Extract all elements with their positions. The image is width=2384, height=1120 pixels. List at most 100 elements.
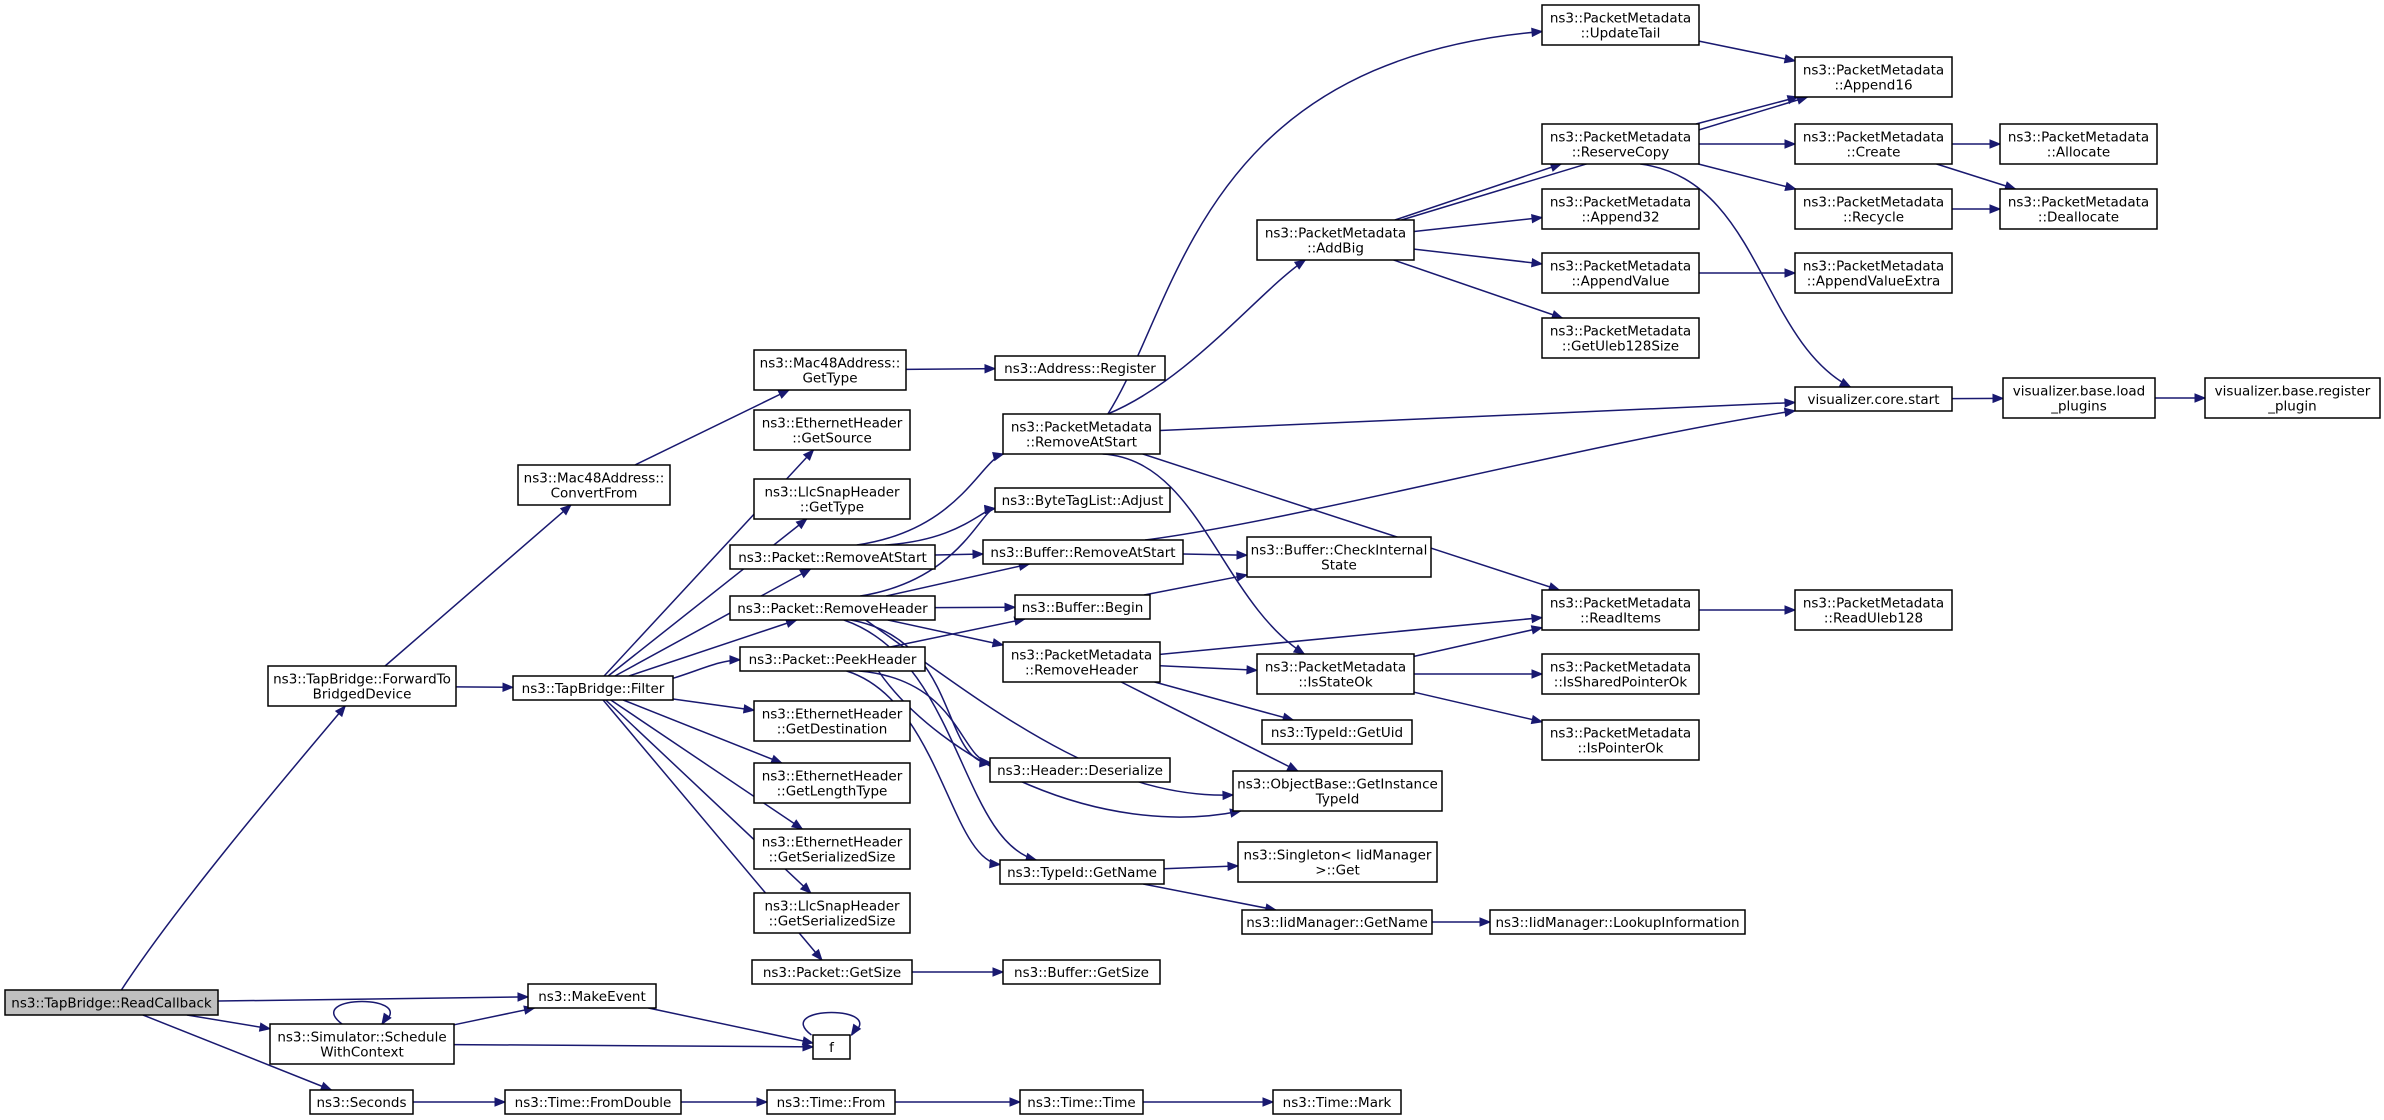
- edge-f-to-f: [802, 1011, 861, 1036]
- node-llcgetsersize[interactable]: ns3::LlcSnapHeader::GetSerializedSize: [753, 892, 911, 934]
- node-label: State: [1321, 558, 1357, 574]
- edge-pktpeekheader-to-typeidgetname: [846, 670, 1001, 866]
- node-pmappend16[interactable]: ns3::PacketMetadata::Append16: [1794, 56, 1953, 98]
- node-pmreservecopy[interactable]: ns3::PacketMetadata::ReserveCopy: [1541, 123, 1700, 165]
- node-pmaddbig[interactable]: ns3::PacketMetadata::AddBig: [1256, 219, 1415, 261]
- node-singletonget[interactable]: ns3::Singleton< IidManager>::Get: [1237, 841, 1438, 883]
- edge-readcallback-to-schedule: [186, 1014, 271, 1030]
- node-pmgetuleb[interactable]: ns3::PacketMetadata::GetUleb128Size: [1541, 317, 1700, 359]
- edge-pktremoveheader-to-bufbegin-arrowhead: [1004, 602, 1017, 613]
- node-box: [1272, 1089, 1402, 1115]
- node-pmappendvalueextra[interactable]: ns3::PacketMetadata::AppendValueExtra: [1794, 252, 1953, 294]
- node-pktgetsize[interactable]: ns3::Packet::GetSize: [751, 959, 913, 985]
- node-pmremoveheader[interactable]: ns3::PacketMetadata::RemoveHeader: [1002, 641, 1161, 683]
- node-pktremoveatstart[interactable]: ns3::Packet::RemoveAtStart: [729, 544, 936, 570]
- node-pmremoveatstart[interactable]: ns3::PacketMetadata::RemoveAtStart: [1002, 413, 1161, 455]
- node-iidgetname[interactable]: ns3::IidManager::GetName: [1241, 909, 1433, 935]
- node-pmissharedptr[interactable]: ns3::PacketMetadata::IsSharedPointerOk: [1541, 653, 1700, 695]
- node-timemark[interactable]: ns3::Time::Mark: [1272, 1089, 1402, 1115]
- edge-filter-to-ethgetdest: [672, 698, 755, 711]
- node-pmallocate[interactable]: ns3::PacketMetadata::Allocate: [1999, 123, 2158, 165]
- node-label: ::AppendValueExtra: [1807, 274, 1941, 290]
- node-label: ns3::Header::Deserialize: [997, 763, 1163, 779]
- node-pktpeekheader[interactable]: ns3::Packet::PeekHeader: [739, 646, 926, 672]
- node-box: [1541, 188, 1700, 230]
- edge-pktpeekheader-to-hdrdeserialize-arrowhead: [979, 756, 992, 767]
- edge-pmremoveheader-to-typeidgetuid: [1154, 681, 1294, 721]
- node-pmisstateok[interactable]: ns3::PacketMetadata::IsStateOk: [1256, 653, 1415, 695]
- node-label: visualizer.base.register: [2215, 384, 2371, 400]
- node-bufgetsize[interactable]: ns3::Buffer::GetSize: [1002, 959, 1161, 985]
- node-pktremoveheader[interactable]: ns3::Packet::RemoveHeader: [729, 595, 936, 621]
- node-box: [1541, 719, 1700, 761]
- node-label: ns3::Packet::RemoveAtStart: [738, 550, 927, 566]
- node-convertfrom[interactable]: ns3::Mac48Address::ConvertFrom: [517, 464, 671, 506]
- edge-filter-to-ethgetsersize: [610, 699, 803, 830]
- node-ethgetsource[interactable]: ns3::EthernetHeader::GetSource: [753, 409, 911, 451]
- node-f[interactable]: f: [812, 1034, 851, 1060]
- node-pmisptr[interactable]: ns3::PacketMetadata::IsPointerOk: [1541, 719, 1700, 761]
- edge-pmreservecopy-to-pmappend16: [1695, 96, 1799, 125]
- node-pmupdatetail[interactable]: ns3::PacketMetadata::UpdateTail: [1541, 4, 1700, 46]
- node-bufremoveatstart[interactable]: ns3::Buffer::RemoveAtStart: [982, 539, 1184, 565]
- node-iidlookup[interactable]: ns3::IidManager::LookupInformation: [1489, 909, 1746, 935]
- node-seconds[interactable]: ns3::Seconds: [309, 1089, 414, 1115]
- edge-pmisstateok-to-pmissharedptr-arrowhead: [1531, 669, 1544, 679]
- node-box: [1237, 841, 1438, 883]
- node-filter[interactable]: ns3::TapBridge::Filter: [512, 675, 674, 701]
- edge-pmremoveheader-to-pmisstateok: [1159, 664, 1258, 672]
- edge-pmremoveheader-to-objbasegetinstance: [1120, 681, 1299, 772]
- node-typeidgetuid[interactable]: ns3::TypeId::GetUid: [1261, 719, 1413, 745]
- edge-pmremoveatstart-to-pmisstateok: [1102, 453, 1305, 655]
- node-box: [1794, 188, 1953, 230]
- edge-typeidgetname-to-singletonget: [1163, 865, 1239, 870]
- node-pmappend32[interactable]: ns3::PacketMetadata::Append32: [1541, 188, 1700, 230]
- edge-filter-to-pktremoveheader: [628, 619, 797, 677]
- edge-pmremoveatstart-to-pmupdatetail-arrowhead: [1531, 27, 1544, 38]
- node-pmreaduleb[interactable]: ns3::PacketMetadata::ReadUleb128: [1794, 589, 1953, 631]
- node-label: ::RemoveHeader: [1025, 663, 1138, 679]
- node-box: [766, 1089, 896, 1115]
- edge-filter-to-ethgetlentype: [622, 699, 782, 764]
- node-pmappendvalue[interactable]: ns3::PacketMetadata::AppendValue: [1541, 252, 1700, 294]
- node-timetime[interactable]: ns3::Time::Time: [1019, 1089, 1144, 1115]
- node-readcallback[interactable]: ns3::TapBridge::ReadCallback: [4, 989, 219, 1016]
- node-vizcorestart[interactable]: visualizer.core.start: [1794, 386, 1953, 412]
- node-ethgetsersize[interactable]: ns3::EthernetHeader::GetSerializedSize: [753, 828, 911, 870]
- edge-filter-to-pktgetsize-arrowhead: [811, 948, 823, 962]
- node-typeidgetname[interactable]: ns3::TypeId::GetName: [999, 859, 1165, 885]
- node-box: [753, 478, 911, 520]
- node-mac48gettype[interactable]: ns3::Mac48Address::GetType: [753, 349, 907, 391]
- edge-pmreservecopy-to-pmrecycle: [1698, 163, 1796, 190]
- node-label: f: [829, 1040, 835, 1056]
- node-box: [1541, 589, 1700, 631]
- node-box: [1999, 123, 2158, 165]
- node-pmrecycle[interactable]: ns3::PacketMetadata::Recycle: [1794, 188, 1953, 230]
- node-label: ns3::TapBridge::ReadCallback: [11, 996, 212, 1012]
- node-pmcreate[interactable]: ns3::PacketMetadata::Create: [1794, 123, 1953, 165]
- node-ethgetdest[interactable]: ns3::EthernetHeader::GetDestination: [753, 700, 911, 742]
- node-vizregisterplugin[interactable]: visualizer.base.register_plugin: [2204, 377, 2381, 419]
- node-pmdeallocate[interactable]: ns3::PacketMetadata::Deallocate: [1999, 188, 2158, 230]
- node-box: [1541, 252, 1700, 294]
- node-makeevent[interactable]: ns3::MakeEvent: [527, 983, 657, 1009]
- node-bufbegin[interactable]: ns3::Buffer::Begin: [1014, 594, 1151, 620]
- node-ethgetlentype[interactable]: ns3::EthernetHeader::GetLengthType: [753, 762, 911, 804]
- node-pmreaditems[interactable]: ns3::PacketMetadata::ReadItems: [1541, 589, 1700, 631]
- node-addrregister[interactable]: ns3::Address::Register: [994, 355, 1166, 381]
- node-bytetagadjust[interactable]: ns3::ByteTagList::Adjust: [994, 487, 1171, 513]
- node-fromdouble[interactable]: ns3::Time::FromDouble: [504, 1089, 682, 1115]
- node-label: ns3::PacketMetadata: [1550, 726, 1691, 742]
- node-box: [729, 595, 936, 621]
- node-hdrdeserialize[interactable]: ns3::Header::Deserialize: [989, 757, 1171, 783]
- node-vizloadplugins[interactable]: visualizer.base.load_plugins: [2002, 377, 2156, 419]
- edge-pmremoveatstart-to-vizcorestart-arrowhead: [1784, 398, 1797, 408]
- node-timefrom[interactable]: ns3::Time::From: [766, 1089, 896, 1115]
- node-llcgettype[interactable]: ns3::LlcSnapHeader::GetType: [753, 478, 911, 520]
- edge-mac48gettype-to-addrregister: [905, 367, 996, 371]
